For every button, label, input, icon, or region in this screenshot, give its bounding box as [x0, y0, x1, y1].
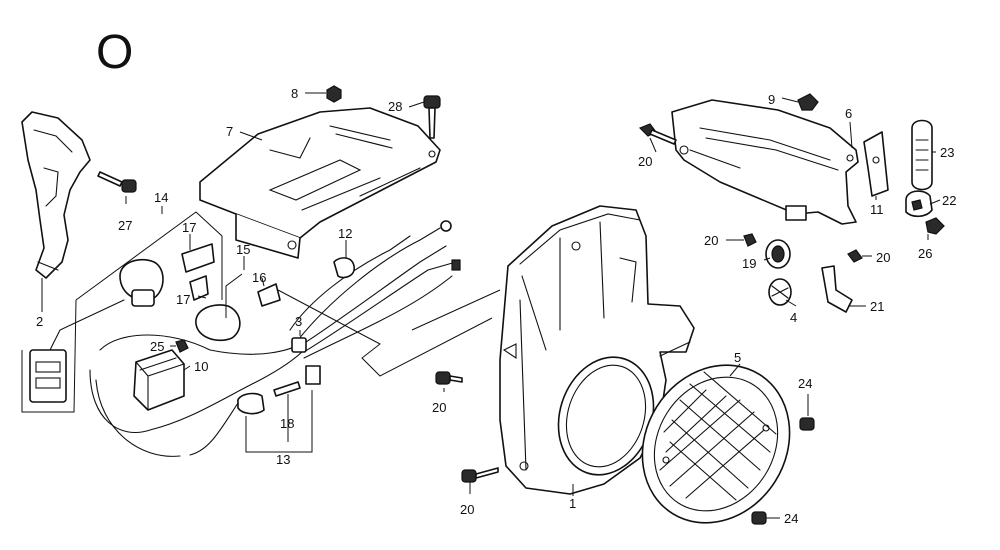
- callout-7: 7: [226, 124, 233, 139]
- grommet-part-19: [765, 239, 791, 269]
- callout-5: 5: [734, 350, 741, 365]
- callout-18: 18: [280, 416, 294, 431]
- wiring-harness-part-3: [89, 220, 461, 457]
- callout-19: 19: [742, 256, 756, 271]
- grommet-part-13: [237, 390, 313, 453]
- sleeve-part-23: [911, 119, 933, 191]
- bolt-part-28: [423, 95, 441, 139]
- clamp-part-22: [905, 190, 933, 218]
- bolt-part-27: [97, 171, 137, 193]
- top-cover-part-7: [199, 107, 441, 259]
- callout-20c: 20: [876, 250, 890, 265]
- callout-14: 14: [154, 190, 168, 205]
- callout-17b: 17: [176, 292, 190, 307]
- clip-part-12: [333, 257, 355, 279]
- callout-27: 27: [118, 218, 132, 233]
- callout-8: 8: [291, 86, 298, 101]
- callout-2: 2: [36, 314, 43, 329]
- section-letter: O: [96, 26, 133, 79]
- side-shroud-part-2: [21, 111, 91, 279]
- clip-part-21: [821, 265, 853, 313]
- callout-26: 26: [918, 246, 932, 261]
- grommet-part-4: [768, 278, 792, 306]
- callout-20b: 20: [704, 233, 718, 248]
- harness-bracket-lines: [277, 289, 501, 377]
- callout-20a: 20: [638, 154, 652, 169]
- bolt-part-20-d: [435, 371, 463, 385]
- callout-11: 11: [870, 202, 884, 217]
- callout-4: 4: [790, 310, 797, 325]
- callout-9: 9: [768, 92, 775, 107]
- callout-24a: 24: [798, 376, 812, 391]
- callout-28: 28: [388, 99, 402, 114]
- callout-13: 13: [276, 452, 290, 467]
- callout-leaders: [41, 92, 941, 519]
- guard-part-6: [671, 99, 859, 225]
- control-unit-part-10: [133, 349, 185, 411]
- coil-part-15: [195, 273, 243, 342]
- callout-3: 3: [295, 314, 302, 329]
- connector-part-18: [273, 365, 321, 420]
- callout-16: 16: [252, 270, 266, 285]
- callout-25: 25: [150, 339, 164, 354]
- fan-cover-part-1: [499, 205, 695, 495]
- callout-20d: 20: [432, 400, 446, 415]
- bolt-part-20-a: [638, 123, 677, 145]
- callout-6: 6: [845, 106, 852, 121]
- callout-20e: 20: [460, 502, 474, 517]
- screen-part-5: [641, 364, 791, 524]
- bolt-part-20-b: [743, 233, 757, 247]
- bolt-part-24-a: [799, 417, 815, 431]
- clip-part-9: [797, 93, 819, 111]
- callout-10: 10: [194, 359, 208, 374]
- callout-23: 23: [940, 145, 954, 160]
- ignition-coil-group-part-14: [21, 211, 223, 413]
- bolt-part-24-b: [751, 511, 767, 525]
- callout-21: 21: [870, 299, 884, 314]
- bolt-part-20-c: [847, 249, 863, 263]
- bolt-part-20-e: [461, 467, 499, 483]
- callout-1: 1: [569, 496, 576, 511]
- callout-17a: 17: [182, 220, 196, 235]
- bracket-part-11: [863, 131, 889, 197]
- callout-12: 12: [338, 226, 352, 241]
- clip-part-17: [181, 243, 215, 301]
- callout-15: 15: [236, 242, 250, 257]
- clip-part-16: [257, 283, 281, 307]
- nut-part-8: [326, 85, 342, 103]
- bolt-part-26: [925, 217, 945, 235]
- callout-22: 22: [942, 193, 956, 208]
- bolt-part-25: [175, 339, 189, 353]
- callout-24b: 24: [784, 511, 798, 526]
